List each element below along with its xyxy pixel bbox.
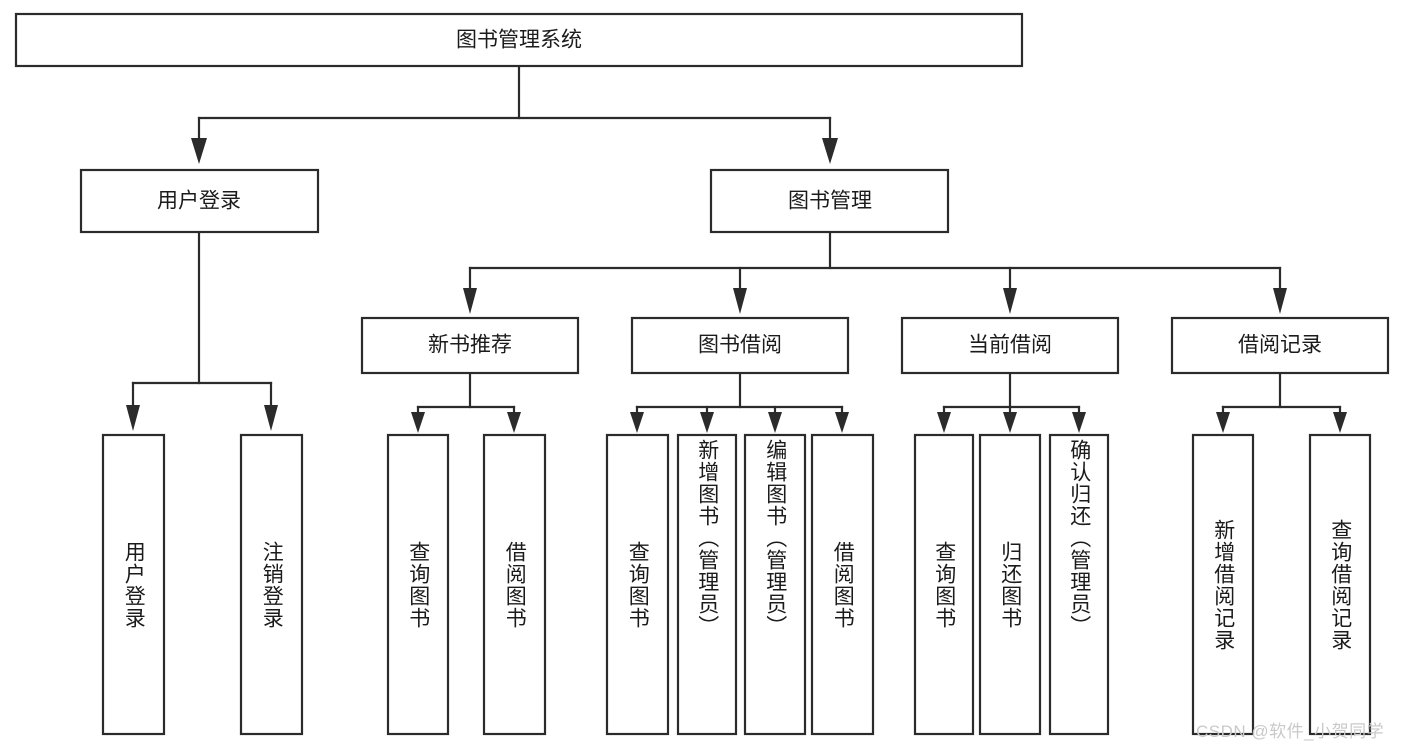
node-user-login-box [79, 168, 320, 234]
arrow-icon [1333, 412, 1347, 433]
connector-group-user-login [126, 230, 278, 431]
node-current-borrow-box [900, 316, 1120, 375]
arrow-icon [191, 138, 207, 164]
watermark-text: CSDN @软件_小贺同学 [1196, 722, 1385, 741]
node-root[interactable]: 图书管理系统 [14, 12, 1024, 68]
node-book-manage-label: 图书管理 [788, 190, 872, 213]
leaf-box-query-book-1[interactable] [386, 433, 450, 736]
arrow-icon [1072, 412, 1086, 433]
node-new-book-recommend[interactable]: 新书推荐 [360, 316, 580, 375]
node-book-borrow-label: 图书借阅 [698, 334, 782, 357]
node-root-box [14, 12, 1024, 68]
leaf-box-query-book-2[interactable] [605, 433, 670, 736]
arrow-icon [937, 412, 951, 433]
arrow-icon [1216, 412, 1230, 433]
node-book-borrow[interactable]: 图书借阅 [630, 316, 850, 375]
arrow-icon [507, 412, 521, 433]
arrow-icon [733, 288, 747, 314]
leaf-box-user-login[interactable] [101, 433, 166, 736]
connector-group-book-manage [463, 230, 1287, 314]
leaf-box-add-book-admin[interactable] [676, 433, 738, 736]
connector-group-book-borrow [630, 371, 849, 433]
node-root-label: 图书管理系统 [456, 29, 582, 52]
connector-group-current-borrow [937, 371, 1086, 433]
node-borrow-record-label: 借阅记录 [1238, 334, 1322, 357]
leaf-box-query-book-3[interactable] [913, 433, 975, 736]
leaf-box-edit-book-admin[interactable] [743, 433, 807, 736]
leaf-box-confirm-return-admin[interactable] [1048, 433, 1110, 736]
node-book-manage[interactable]: 图书管理 [709, 168, 950, 234]
node-borrow-record-box [1170, 316, 1390, 375]
connector-group-root [191, 64, 838, 164]
leaf-box-query-borrow-record[interactable] [1308, 433, 1372, 736]
arrow-icon [768, 412, 782, 433]
node-book-manage-box [709, 168, 950, 234]
arrow-icon [126, 405, 140, 431]
node-book-borrow-box [630, 316, 850, 375]
arrow-icon [1003, 412, 1017, 433]
connector-group-borrow-record [1216, 371, 1347, 433]
arrow-icon [463, 288, 477, 314]
leaf-box-return-book[interactable] [978, 433, 1042, 736]
arrow-icon [700, 412, 714, 433]
leaf-box-logout[interactable] [239, 433, 304, 736]
arrow-icon [264, 405, 278, 431]
leaf-box-add-borrow-record[interactable] [1191, 433, 1255, 736]
arrow-icon [1273, 288, 1287, 314]
node-new-book-recommend-label: 新书推荐 [428, 334, 512, 357]
arrow-icon [630, 412, 644, 433]
leaf-box-borrow-book-1[interactable] [482, 433, 547, 736]
arrow-icon [835, 412, 849, 433]
arrow-icon [1003, 288, 1017, 314]
node-current-borrow[interactable]: 当前借阅 [900, 316, 1120, 375]
node-new-book-recommend-box [360, 316, 580, 375]
leaf-box-borrow-book-2[interactable] [810, 433, 875, 736]
arrow-icon [822, 138, 838, 164]
node-user-login-label: 用户登录 [157, 190, 241, 213]
connector-group-new-book [411, 371, 521, 433]
node-user-login[interactable]: 用户登录 [79, 168, 320, 234]
node-current-borrow-label: 当前借阅 [968, 334, 1052, 357]
arrow-icon [411, 412, 425, 433]
node-borrow-record[interactable]: 借阅记录 [1170, 316, 1390, 375]
